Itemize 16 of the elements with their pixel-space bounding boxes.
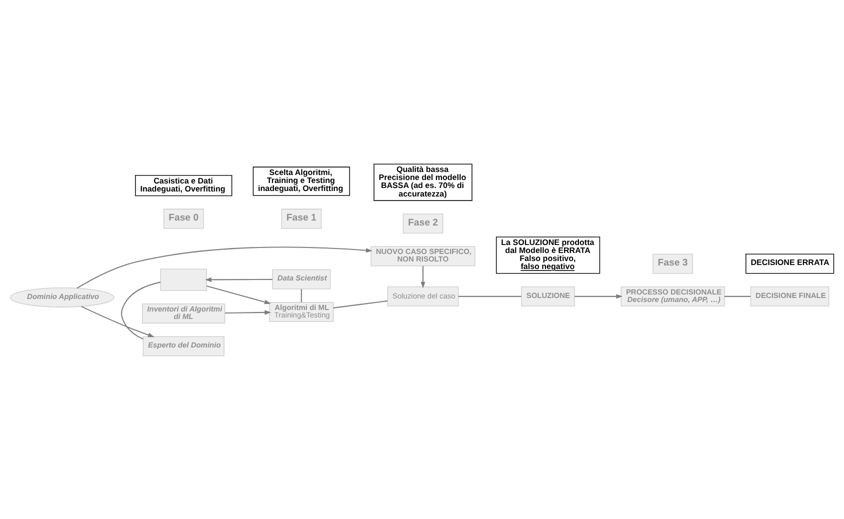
arrow	[574, 294, 623, 298]
arrow	[205, 276, 272, 282]
connector	[333, 300, 388, 308]
node-box	[160, 268, 207, 290]
arrow	[206, 285, 271, 304]
arrow	[81, 305, 154, 337]
connector	[121, 281, 161, 339]
arrow	[420, 266, 426, 288]
connector	[724, 295, 751, 296]
node-box: Fase 2	[402, 213, 444, 234]
connector	[458, 295, 522, 296]
node-box: Fase 1	[281, 208, 322, 228]
node-box: Fase 0	[163, 208, 204, 228]
arrow	[224, 310, 272, 314]
connector	[300, 288, 302, 302]
node-box: Fase 3	[652, 253, 693, 274]
